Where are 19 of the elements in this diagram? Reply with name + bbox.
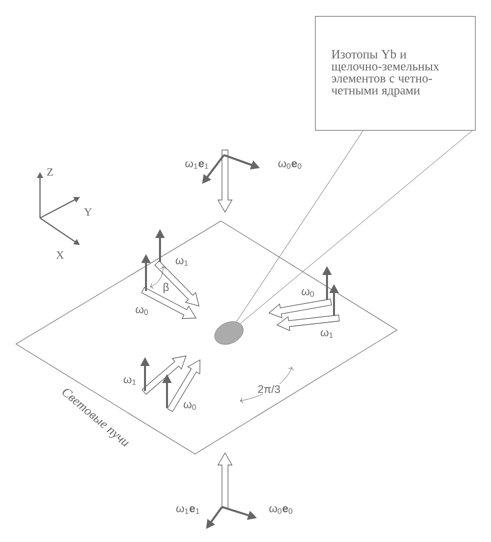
frequency-label: ω$_{0}$ <box>134 306 150 316</box>
callout-box: Изотопы Yb и щелочно-земельных элементов с четно-четными ядрами <box>315 16 476 131</box>
frequency-label: ω$_{0}$ <box>300 288 316 298</box>
frequency-label: ω$_{1}$ <box>174 257 190 267</box>
frequency-label: ω$_{1}$ <box>319 329 335 339</box>
leader-line <box>240 130 473 324</box>
axis-label: Z <box>46 167 54 177</box>
angle-label: 2π/3 <box>256 384 282 394</box>
axis-label: X <box>55 250 65 260</box>
polarization-label: ω$_{0}$e$_{0}$ <box>276 160 304 170</box>
atom-cloud <box>214 321 244 345</box>
frequency-label: ω$_{0}$ <box>182 401 198 411</box>
leader-line <box>236 130 364 322</box>
axis-label: Y <box>83 207 93 217</box>
frequency-label: ω$_{1}$ <box>122 376 138 386</box>
angle-label: β <box>162 282 170 294</box>
polarization-label: ω$_{1}$e$_{1}$ <box>174 505 202 515</box>
polarization-label: ω$_{1}$e$_{1}$ <box>184 160 210 170</box>
polarization-label: ω$_{0}$e$_{0}$ <box>268 505 294 515</box>
